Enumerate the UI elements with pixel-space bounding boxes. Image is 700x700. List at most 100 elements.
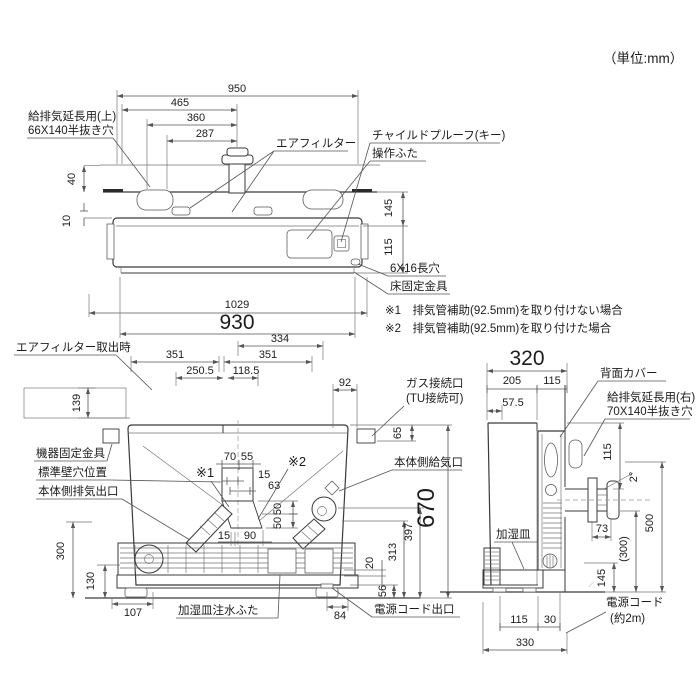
label-power-cord-length: (約2m) [610,611,645,625]
dim-65: 65 [392,427,404,439]
wall-knockout-side [568,439,583,469]
label-air-filter: エアフィルター [276,137,356,150]
air-filter-pulled-outline [23,387,127,419]
label-floor-bracket: 床固定金具 [390,279,448,293]
label-humidifier-tray: 加湿皿 [496,528,531,541]
dim-130: 130 [85,572,97,590]
air-filter-handle-right [253,206,273,216]
water-fill-lid [267,548,297,574]
top-view-dimensions: 950 465 360 287 40 10 145 115 1029 930 [61,83,408,338]
gas-connection-fitting [356,428,376,444]
power-cord-outlet [320,583,334,589]
label-gas-connection: ガス接続口 [406,376,464,390]
dim-500: 500 [644,514,656,532]
dim-139: 139 [71,394,83,412]
dim-145-top: 145 [383,199,395,217]
dim-950: 950 [228,83,246,95]
ref-mark-2: ※2 [288,454,306,469]
note-2: ※2 排気管補助(92.5mm)を取り付けた場合 [385,321,612,335]
dim-107: 107 [124,607,142,619]
ref-mark-1: ※1 [196,465,214,480]
top-view [100,147,380,274]
dim-84: 84 [334,610,346,622]
dim-30: 30 [544,614,556,626]
dim-465: 465 [171,97,189,109]
front-view-dimensions: 334 351 351 250.5 118.5 92 139 65 70 55 [55,333,452,622]
side-view [440,385,650,616]
base-plinth [116,574,359,589]
unit-note: （単位:mm） [603,51,683,66]
label-power-cord: 電源コード [606,595,664,609]
fixing-bracket-left [102,428,120,444]
dim-670: 670 [413,488,440,528]
dim-10: 10 [61,215,73,227]
label-cord-outlet: 電源コード出口 [374,602,455,616]
footnotes: ※1 排気管補助(92.5mm)を取り付けない場合 ※2 排気管補助(92.5m… [385,303,623,335]
humidifier-tray [482,547,544,593]
label-fixing-bracket: 機器固定金具 [36,446,105,460]
control-lid-plan [286,229,333,259]
label-flue-extension-top-hole: 66X140半抜き穴 [28,123,114,137]
dim-334: 334 [271,333,289,345]
dim-313: 313 [387,543,399,561]
dim-397: 397 [403,523,415,541]
dim-320: 320 [509,347,544,370]
dim-20: 20 [364,557,376,569]
dim-15-bottom: 15 [218,530,230,542]
dim-15-offset: 15 [258,469,270,481]
childproof-key-plan [333,235,350,252]
label-gas-connection-type: (TU接続可) [406,391,464,405]
dim-115-top: 115 [383,238,395,256]
dim-63: 63 [268,480,280,492]
front-view-labels: エアフィルター取出時 ガス接続口 (TU接続可) 機器固定金具 標準壁穴位置 本… [14,340,464,619]
side-view-dimensions: 320 205 115 57.5 115 2° 73 (300) 500 145 [482,347,666,654]
air-filter-handle-left [171,206,191,216]
knockout-hole-left [136,189,174,211]
dim-330: 330 [516,637,534,649]
floor-bracket-slot [350,258,361,266]
label-flue-extension-right: 給排気延長用(右) [607,390,695,404]
dim-287: 287 [196,128,214,140]
dim-92: 92 [339,377,351,389]
dim-56: 56 [377,585,389,597]
label-intake-port: 本体側給気口 [394,455,463,469]
side-view-labels: 背面カバー 給排気延長用(右) 70X140半抜き穴 加湿皿 電源コード (約2… [494,366,695,634]
exhaust-duct [185,504,233,553]
dim-1029: 1029 [225,299,249,311]
label-flue-extension-right-hole: 70X140半抜き穴 [607,404,693,418]
dim-40: 40 [66,173,78,185]
exhaust-adapter-section [221,500,263,529]
dim-50-lower: 50 [272,517,284,529]
dim-145-side: 145 [596,569,608,587]
label-standard-wall-hole: 標準壁穴位置 [38,465,107,479]
cabinet-front-outline [127,424,349,586]
rear-cover-panel [537,431,565,571]
dim-118-5: 118.5 [233,365,260,377]
label-rear-cover: 背面カバー [600,366,658,380]
dim-930: 930 [219,311,254,334]
dim-90: 90 [244,530,256,542]
foot-left [124,587,148,598]
dim-351-right: 351 [259,349,277,361]
label-exhaust-outlet: 本体側排気出口 [38,484,119,498]
knockout-hole-right [302,189,344,210]
label-control-lid: 操作ふた [372,146,418,160]
intake-connector [311,496,337,522]
note-1: ※1 排気管補助(92.5mm)を取り付けない場合 [385,303,623,317]
dim-73: 73 [596,523,608,535]
dim-351-left: 351 [166,349,184,361]
dim-55: 55 [241,451,253,463]
flue-pipe-top [228,162,246,194]
label-water-fill-lid: 加湿皿注水ふた [178,603,259,617]
dim-205: 205 [503,375,521,387]
floor-hatch [440,592,605,616]
side-wall-hatch-lower [565,517,603,592]
dim-300-ref: (300) [618,536,630,562]
dim-360: 360 [187,112,205,124]
front-view [23,387,420,599]
intake-duct [292,518,326,550]
label-air-filter-removal: エアフィルター取出時 [16,340,131,354]
dim-50-upper: 50 [272,503,284,515]
